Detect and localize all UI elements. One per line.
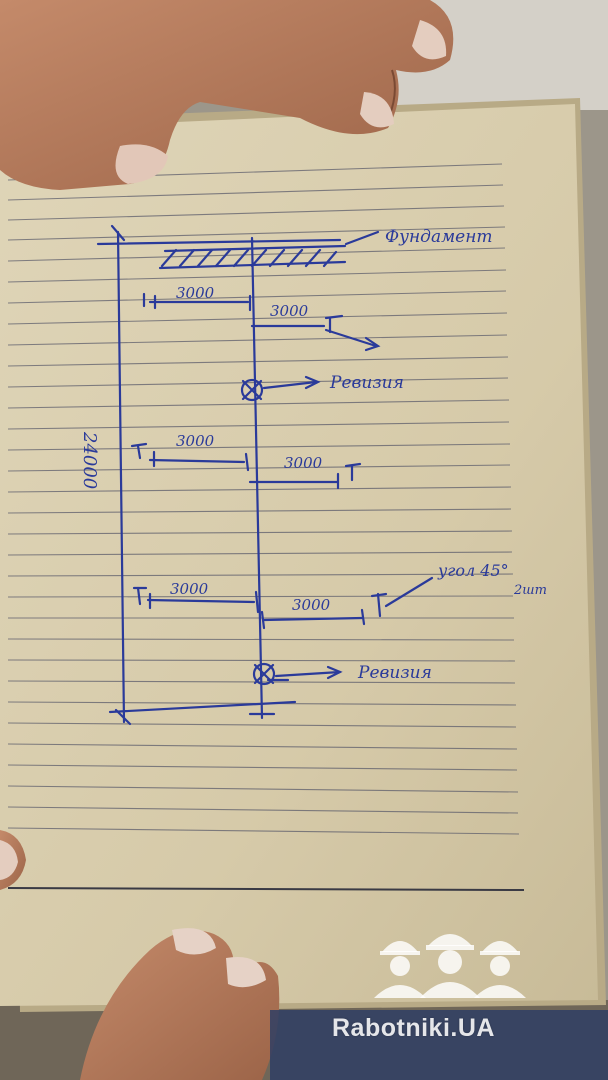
hand-top <box>0 0 454 190</box>
foundation-hatch <box>160 248 338 268</box>
bottom-line <box>108 700 297 714</box>
watermark-text: Rabotniki.UA <box>332 1014 495 1042</box>
corner-count: 2шт <box>513 583 547 598</box>
blue-clothing <box>270 1010 608 1080</box>
bottom-rule <box>7 887 525 891</box>
hand-bottom <box>80 928 280 1080</box>
segment-label-4: 3000 <box>284 454 323 472</box>
segment-label-3: 3000 <box>176 432 215 450</box>
foundation-label: Фундамент <box>385 227 493 247</box>
segment-label-2: 3000 <box>270 302 309 320</box>
revision-label-1: Ревизия <box>329 373 404 393</box>
segment-label-5: 3000 <box>170 580 209 598</box>
revision-label-2: Ревизия <box>357 663 432 683</box>
riser-line <box>250 236 264 720</box>
hand-left <box>0 830 26 890</box>
segment-label-6: 3000 <box>292 596 331 614</box>
thumbnail-bottom <box>172 928 216 955</box>
height-label: 24000 <box>79 431 100 489</box>
thumbnail-top <box>115 144 168 184</box>
top-line <box>96 238 342 246</box>
corner-note: угол 45° <box>437 561 509 580</box>
notebook-page <box>0 104 598 1006</box>
height-dimension-line <box>116 230 126 724</box>
segment-label-1: 3000 <box>176 284 215 302</box>
sketch <box>96 224 434 726</box>
workers-helmets-icon <box>374 934 526 998</box>
